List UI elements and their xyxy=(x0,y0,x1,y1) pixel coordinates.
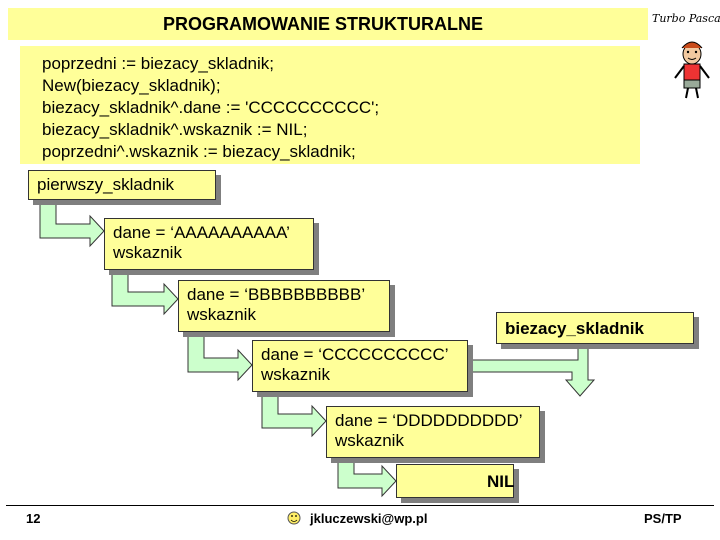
nil-box: NIL xyxy=(396,464,514,498)
code-line-3: biezacy_skladnik^.dane := 'CCCCCCCCCC'; xyxy=(42,98,380,117)
arrow-node2-to-node3 xyxy=(187,329,253,382)
arrow-node3-to-node4 xyxy=(261,387,327,438)
node-3-wskaznik: wskaznik xyxy=(261,365,330,384)
footer-email: jkluczewski@wp.pl xyxy=(310,511,428,526)
head-pointer-label: pierwszy_skladnik xyxy=(37,175,174,194)
current-pointer-label: biezacy_skladnik xyxy=(505,319,644,338)
node-1-wskaznik: wskaznik xyxy=(113,243,182,262)
node-2-wskaznik: wskaznik xyxy=(187,305,256,324)
footer-divider xyxy=(6,505,714,506)
node-2: dane = ‘BBBBBBBBBB’ wskaznik xyxy=(178,280,390,332)
arrow-head-to-node1 xyxy=(39,197,105,248)
node-1-dane: dane = ‘AAAAAAAAAA’ xyxy=(113,223,290,242)
slide-title-bar: PROGRAMOWANIE STRUKTURALNE xyxy=(8,8,648,40)
node-2-dane: dane = ‘BBBBBBBBBB’ xyxy=(187,285,366,304)
footer-course: PS/TP xyxy=(644,511,682,526)
code-line-2: New(biezacy_skladnik); xyxy=(42,76,221,95)
mascot-icon xyxy=(674,41,710,99)
node-4-wskaznik: wskaznik xyxy=(335,431,404,450)
node-1: dane = ‘AAAAAAAAAA’ wskaznik xyxy=(104,218,314,270)
node-3-dane: dane = ‘CCCCCCCCCC’ xyxy=(261,345,449,364)
node-4: dane = ‘DDDDDDDDDD’ wskaznik xyxy=(326,406,540,458)
head-pointer-box: pierwszy_skladnik xyxy=(28,170,216,200)
code-line-5: poprzedni^.wskaznik := biezacy_skladnik; xyxy=(42,142,356,161)
slide-title: PROGRAMOWANIE STRUKTURALNE xyxy=(163,13,483,34)
arrow-node1-to-node2 xyxy=(111,267,179,316)
code-line-4: biezacy_skladnik^.wskaznik := NIL; xyxy=(42,120,308,139)
current-pointer-box: biezacy_skladnik xyxy=(496,312,694,344)
code-line-1: poprzedni := biezacy_skladnik; xyxy=(42,54,274,73)
node-3: dane = ‘CCCCCCCCCC’ wskaznik xyxy=(252,340,468,392)
smiley-icon xyxy=(287,511,301,525)
arrow-node4-to-nil xyxy=(337,455,397,498)
nil-label: NIL xyxy=(487,472,515,491)
node-4-dane: dane = ‘DDDDDDDDDD’ xyxy=(335,411,523,430)
arrow-current-to-node3 xyxy=(469,339,596,397)
brand-logo-text: Turbo Pascal xyxy=(652,12,720,25)
code-block: poprzedni := biezacy_skladnik; New(bieza… xyxy=(20,46,640,164)
footer-page-number: 12 xyxy=(26,511,41,526)
